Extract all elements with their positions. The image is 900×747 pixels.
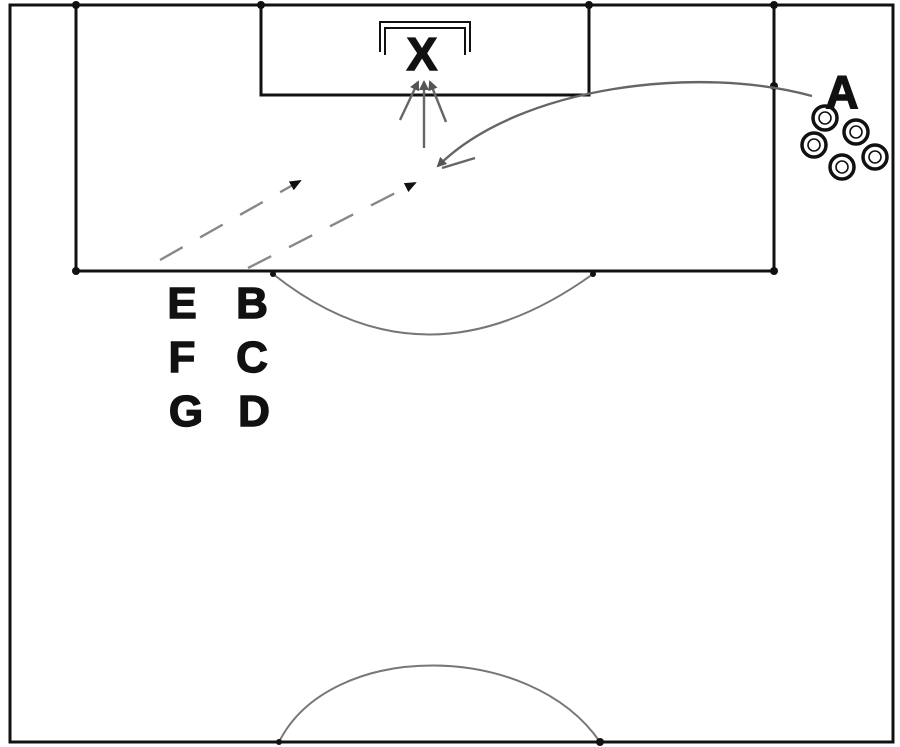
pass-arrow-curved: [436, 80, 813, 168]
intersection-dot: [770, 267, 778, 275]
shot-arrow: [428, 80, 448, 123]
intersection-dot: [770, 1, 778, 9]
player-label-g: G: [169, 387, 203, 436]
player-label-a: A: [825, 66, 858, 118]
pitch-boundary: [8, 3, 895, 744]
ball-icon: [800, 131, 828, 159]
player-label-b: B: [236, 279, 268, 328]
ball-icon: [811, 104, 839, 132]
center-circle-arc: [278, 664, 601, 743]
shot-arrows: [398, 80, 448, 148]
ball-icon: [842, 118, 870, 146]
ball-group: [800, 104, 889, 181]
goal-post: [379, 21, 471, 55]
player-label-e: E: [167, 279, 196, 328]
intersection-dot: [270, 271, 276, 277]
player-label-x: X: [407, 28, 438, 80]
player-label-d: D: [238, 387, 270, 436]
player-label-f: F: [169, 333, 196, 382]
shot-arrow: [398, 80, 420, 121]
run-arrow-e: [159, 179, 302, 262]
pass-arrow-short: [441, 156, 476, 170]
ball-icon: [828, 153, 856, 181]
player-label-c: C: [236, 333, 268, 382]
intersection-dot: [596, 738, 604, 746]
intersection-dot: [257, 1, 265, 9]
ball-icon: [861, 143, 889, 171]
intersection-dot: [585, 1, 593, 9]
intersection-dot: [72, 267, 80, 275]
penalty-arc: [272, 273, 594, 336]
intersection-dot: [72, 1, 80, 9]
intersection-dot: [276, 739, 282, 745]
run-arrow-b: [247, 181, 417, 270]
line-intersection-dots: [72, 1, 778, 746]
intersection-dot: [590, 271, 596, 277]
